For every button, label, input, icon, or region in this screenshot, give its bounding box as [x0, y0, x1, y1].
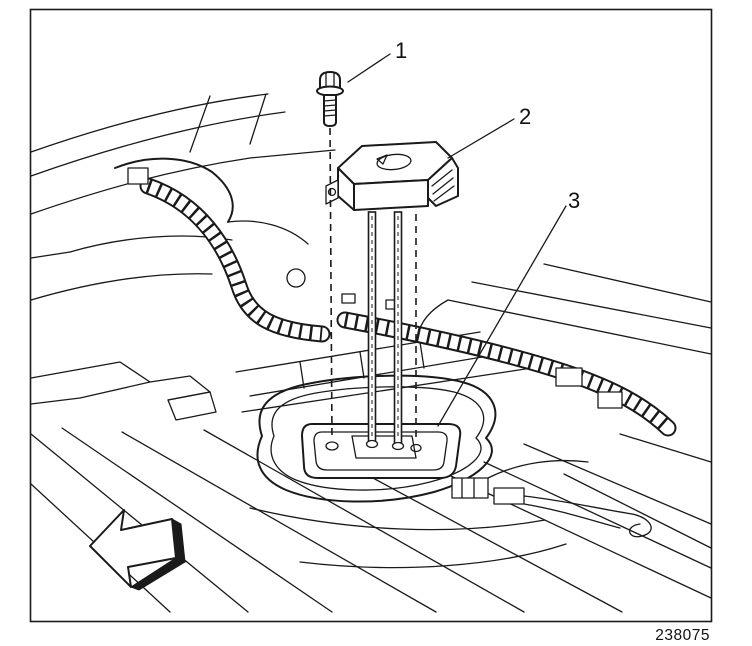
callout-leaders: [347, 53, 567, 427]
wiring-harness-left: [127, 167, 331, 343]
base-gasket-loop: [256, 374, 497, 503]
callout-labels: 1 2 3: [395, 38, 580, 213]
callout-2-label: 2: [519, 104, 531, 129]
leader-1: [347, 53, 391, 83]
sensor-studs: [365, 211, 417, 451]
sensor-module: [325, 141, 459, 211]
floor-ribs: [30, 427, 712, 613]
harness-connectors: [451, 459, 652, 538]
leader-3: [437, 205, 567, 427]
figure-number: 238075: [655, 627, 710, 644]
direction-arrow: [89, 509, 187, 591]
wiring-harness-right: [336, 293, 677, 437]
leader-2: [447, 118, 515, 159]
mounting-base: [301, 423, 462, 479]
callout-1-label: 1: [395, 38, 407, 63]
callout-3-label: 3: [568, 188, 580, 213]
diagram-border: [29, 8, 713, 623]
bolt-centerline: [329, 127, 333, 441]
mounting-bolt: [316, 71, 344, 441]
